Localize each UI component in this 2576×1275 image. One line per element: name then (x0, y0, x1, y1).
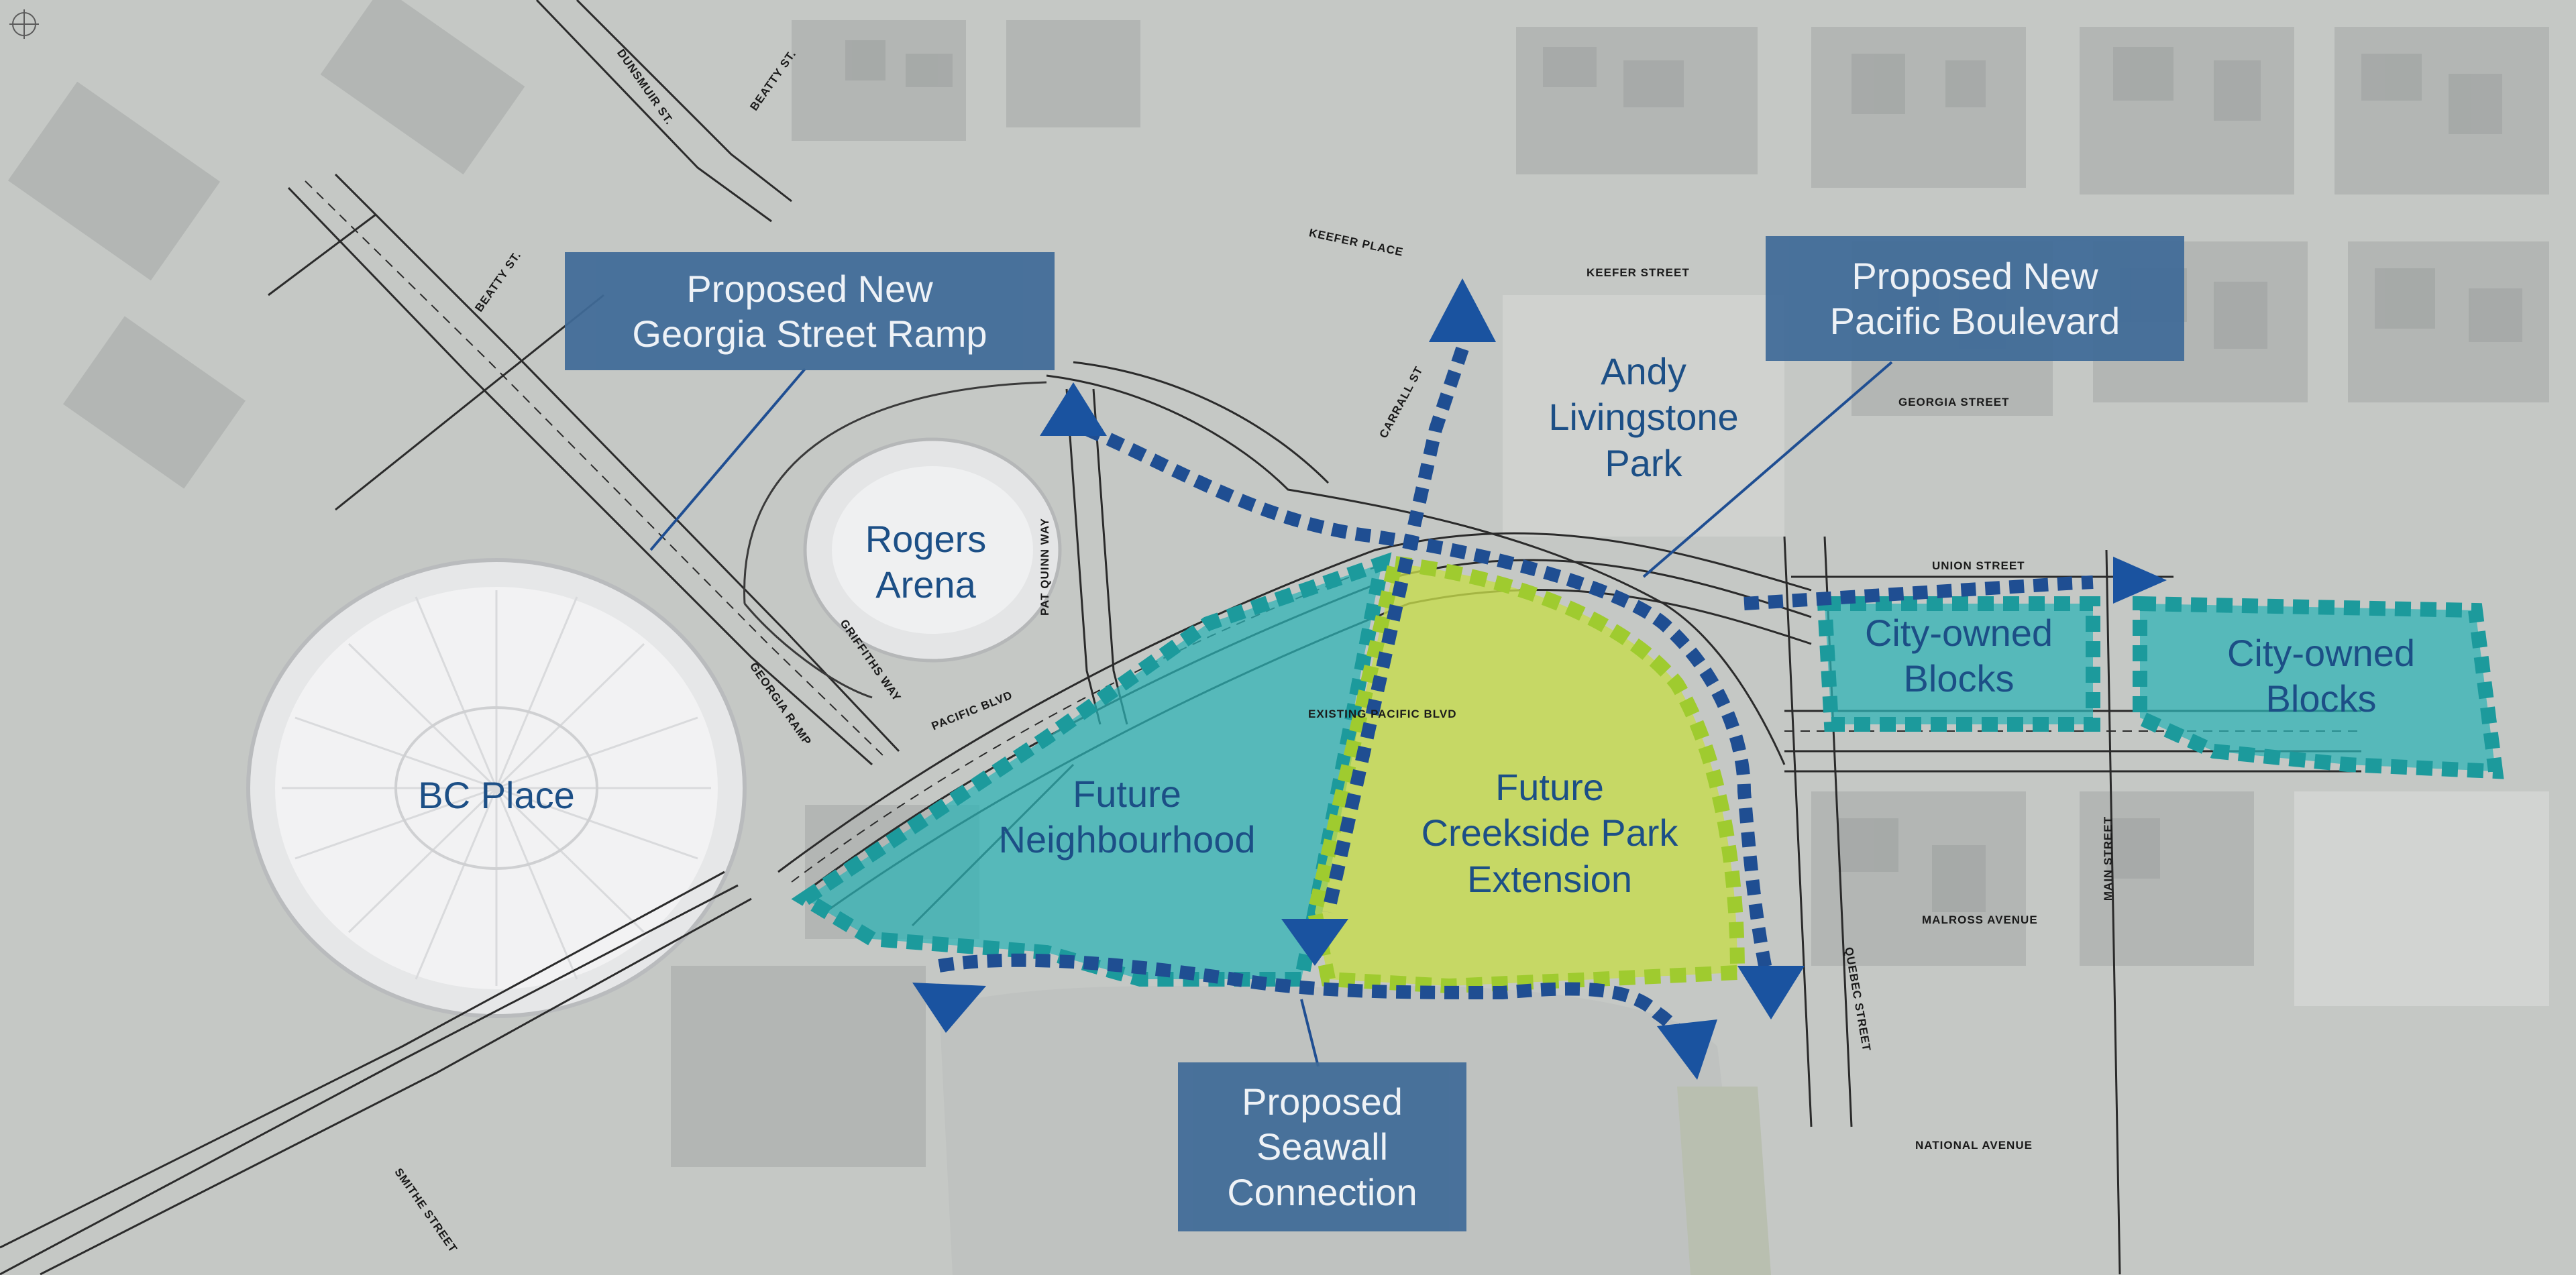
andy-livingstone-park-label: Andy Livingstone Park (1548, 350, 1739, 484)
street-label-pat-quinn: PAT QUINN WAY (1038, 518, 1051, 616)
street-label-union-street: UNION STREET (1932, 559, 2025, 572)
future-neighbourhood-label: Future Neighbourhood (998, 773, 1256, 861)
pacific-boulevard-label: Proposed New Pacific Boulevard (1766, 236, 2184, 361)
creekside-park-label: Future Creekside Park Extension (1421, 766, 1678, 900)
city-blocks-label-west: City-owned Blocks (1864, 612, 2053, 700)
crosshair-icon (9, 9, 39, 39)
street-label-georgia-street: GEORGIA STREET (1898, 396, 2010, 408)
rogers-arena-label: Rogers Arena (865, 518, 987, 606)
seawall-connection-label: Proposed Seawall Connection (1178, 1062, 1466, 1231)
city-blocks-label-east: City-owned Blocks (2226, 632, 2416, 720)
street-label-national-avenue: NATIONAL AVENUE (1915, 1139, 2033, 1152)
georgia-ramp-label: Proposed New Georgia Street Ramp (565, 252, 1055, 370)
bc-place-label: BC Place (418, 774, 575, 816)
street-label-malross-avenue: MALROSS AVENUE (1922, 913, 2038, 926)
street-label-existing-pacific: EXISTING PACIFIC BLVD (1308, 708, 1457, 720)
street-label-keefer-street: KEEFER STREET (1587, 266, 1690, 279)
street-label-main-street: MAIN STREET (2102, 816, 2115, 901)
